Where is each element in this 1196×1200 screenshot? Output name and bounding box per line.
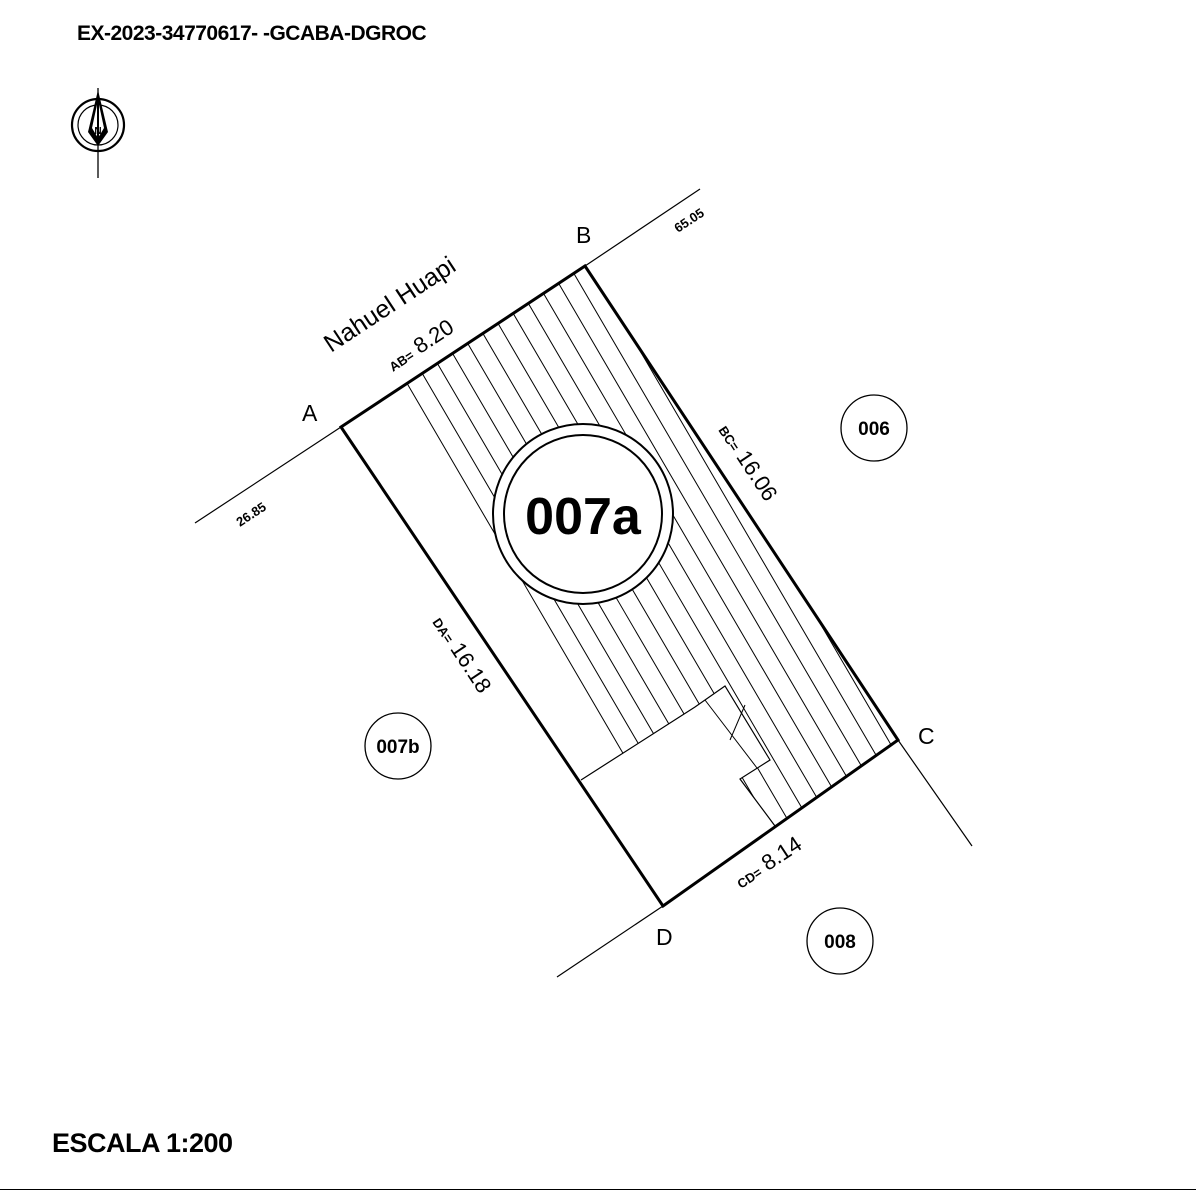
distance-to-corner-b: 65.05 [671, 205, 706, 235]
building-cross-line-2 [729, 704, 746, 741]
hatch-line [972, 200, 1196, 1000]
side-cd-value: 8.14 [757, 831, 807, 875]
hatch-line [446, 266, 898, 906]
parcel-id: 007a [525, 488, 642, 546]
parcel-outline [338, 263, 901, 909]
parcel-id-marker: 007a [492, 423, 674, 605]
vertex-c-label: C [918, 723, 935, 749]
vertex-b-label: B [576, 222, 591, 248]
hatch-line [761, 266, 898, 906]
hatch-line [993, 200, 1196, 1000]
hatch-line [656, 266, 898, 906]
building-cross-line-1 [704, 699, 758, 769]
street-line-west [194, 426, 342, 524]
side-cd-dimension: CD= 8.14 [734, 831, 807, 891]
north-letter: N [94, 126, 101, 137]
hatch-line [909, 200, 1196, 1000]
distance-to-corner-a: 26.85 [233, 499, 268, 529]
hatch-line [530, 266, 898, 906]
side-da-prefix: DA= [429, 615, 456, 646]
hatch-line [824, 266, 898, 906]
hatch-line [951, 200, 1196, 1000]
svg-text:007b: 007b [376, 737, 419, 758]
hatch-line [845, 266, 898, 906]
hatch-line [509, 266, 898, 906]
scale-label: ESCALA 1:200 [52, 1128, 233, 1158]
hatch-line [593, 266, 898, 906]
neighbor-parcel-007b: 007b [364, 712, 432, 780]
svg-text:006: 006 [858, 419, 890, 440]
expediente-number: EX-2023-34770617- -GCABA-DGROC [77, 22, 427, 45]
north-arrow-icon: N [70, 88, 126, 178]
hatch-line [930, 200, 1196, 1000]
side-cd-prefix: CD= [734, 864, 765, 891]
neighbor-parcel-006: 006 [840, 394, 908, 462]
side-da-dimension: DA= 16.18 [429, 615, 496, 697]
building-outline [580, 685, 776, 827]
hatch-line [719, 266, 898, 906]
hatch-line [698, 266, 898, 906]
hatch-line [614, 266, 898, 906]
hatch-line [782, 266, 898, 906]
neighbor-line-c [897, 739, 973, 847]
vertex-a-label: A [302, 400, 318, 426]
hatch-line [404, 266, 873, 906]
hatch-line [740, 266, 898, 906]
hatch-line [803, 266, 898, 906]
street-line-east [584, 188, 701, 267]
side-bc-prefix: BC= [715, 423, 742, 454]
hatch-line [425, 266, 894, 906]
side-ab-dimension: AB= 8.20 [386, 314, 459, 374]
hatch-line [887, 266, 898, 906]
hatch-line [866, 266, 898, 906]
side-bc-dimension: BC= 16.06 [715, 423, 782, 506]
side-ab-prefix: AB= [386, 347, 417, 374]
neighbor-parcel-008: 008 [806, 907, 874, 975]
side-ab-value: 8.20 [409, 314, 459, 358]
svg-text:008: 008 [824, 932, 856, 953]
side-bc-value: 16.06 [731, 446, 782, 506]
neighbor-line-d [556, 905, 664, 978]
vertex-d-label: D [656, 924, 673, 950]
bottom-rule [0, 1189, 1196, 1190]
hatch-line [635, 266, 898, 906]
hatch-line [383, 266, 852, 906]
